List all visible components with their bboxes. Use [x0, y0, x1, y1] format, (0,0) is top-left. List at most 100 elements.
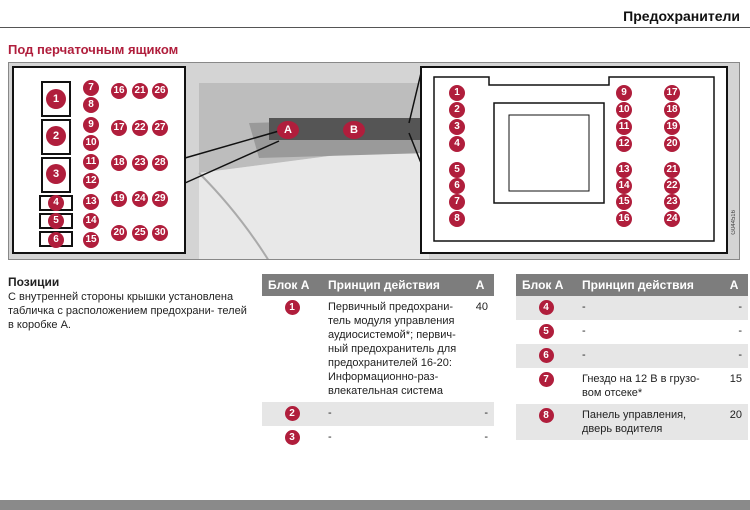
fuse-marker: 5: [48, 213, 64, 229]
row-number: 8: [516, 404, 576, 440]
fuse-table-left: Блок А Принцип действия А 1 Первичный пр…: [262, 274, 494, 450]
positions-text: С внутренней стороны крышки установлена …: [8, 291, 247, 331]
fuse-marker: 19: [664, 119, 680, 135]
fuse-marker: 12: [83, 173, 99, 189]
row-number-marker: 6: [538, 348, 554, 363]
fuse-marker: 19: [111, 191, 127, 207]
row-amperage: -: [469, 402, 494, 426]
row-number-marker: 3: [284, 430, 300, 445]
fuse-marker: 30: [152, 225, 168, 241]
fuse-marker: 29: [152, 191, 168, 207]
fuse-marker: 23: [664, 194, 680, 210]
fuse-marker: 15: [83, 232, 99, 248]
fuse-marker: 18: [111, 155, 127, 171]
row-amperage: 20: [723, 404, 748, 440]
fuse-marker: 24: [664, 211, 680, 227]
fuse-marker: 11: [83, 154, 99, 170]
row-description: -: [576, 344, 724, 368]
fuse-marker: 9: [616, 85, 632, 101]
column-header: А: [469, 274, 494, 296]
row-number-marker: 4: [538, 300, 554, 315]
fuse-marker: 1: [46, 89, 66, 109]
fuse-marker: 8: [83, 97, 99, 113]
figure-code: G044516: [731, 210, 737, 235]
fuse-marker: 27: [152, 120, 168, 136]
fuse-marker: 7: [83, 80, 99, 96]
fuse-marker: 10: [83, 135, 99, 151]
fuse-marker: 12: [616, 136, 632, 152]
fuse-marker: 3: [46, 164, 66, 184]
fuse-marker: 11: [616, 119, 632, 135]
fuse-box-figure: A B 1 2 3 4 5 6 7 8 9 10 11 12 13 14 15 …: [8, 62, 740, 260]
fuse-marker: 4: [449, 136, 465, 152]
row-amperage: 40: [475, 301, 488, 313]
fuse-marker: 18: [664, 102, 680, 118]
fuse-marker: 2: [449, 102, 465, 118]
fuse-marker: 28: [152, 155, 168, 171]
row-description: Гнездо на 12 В в грузо- вом отсеке*: [582, 373, 700, 399]
row-number-marker: 1: [284, 300, 300, 315]
fuse-marker: 23: [132, 155, 148, 171]
row-description: -: [328, 431, 332, 443]
row-amperage: -: [484, 431, 488, 443]
fuse-marker: 17: [111, 120, 127, 136]
row-number: 2: [262, 402, 322, 426]
column-header: Блок А: [262, 274, 322, 296]
page-header: Предохранители: [0, 4, 750, 28]
row-description: Панель управления, дверь водителя: [576, 404, 724, 440]
fuse-marker: 20: [111, 225, 127, 241]
table-row: 8 Панель управления, дверь водителя 20: [516, 404, 748, 440]
table-row: 7 Гнездо на 12 В в грузо- вом отсеке* 15: [516, 368, 748, 404]
fuse-marker: 25: [132, 225, 148, 241]
fuse-table-right: Блок А Принцип действия А 4 - - 5 - - 6 …: [516, 274, 748, 440]
row-description: -: [582, 325, 586, 337]
column-header: Принцип действия: [322, 274, 470, 296]
row-number-marker: 7: [538, 372, 554, 387]
table-row: 1 Первичный предохрани- тель модуля упра…: [262, 296, 494, 402]
page-title: Предохранители: [623, 8, 740, 24]
row-number: 3: [262, 426, 322, 450]
positions-heading: Позиции: [8, 275, 60, 289]
table-header-row: Блок А Принцип действия А: [262, 274, 494, 296]
column-header: Принцип действия: [576, 274, 724, 296]
fuse-marker: 6: [449, 178, 465, 194]
row-number: 5: [516, 320, 576, 344]
row-number-marker: 5: [538, 324, 554, 339]
row-number: 1: [262, 296, 322, 402]
table-row: 3 - -: [262, 426, 494, 450]
row-number: 4: [516, 296, 576, 320]
fuse-marker: 21: [664, 162, 680, 178]
fuse-marker: 6: [48, 232, 64, 248]
fuse-marker: 14: [83, 213, 99, 229]
row-number: 6: [516, 344, 576, 368]
column-header: Блок А: [516, 274, 576, 296]
block-a-label: A: [277, 121, 299, 139]
row-amperage: -: [723, 344, 748, 368]
fuse-marker: 1: [449, 85, 465, 101]
fuse-marker: 15: [616, 194, 632, 210]
fuse-marker: 10: [616, 102, 632, 118]
row-number: 7: [516, 368, 576, 404]
row-amperage: -: [738, 325, 742, 337]
fuse-marker: 21: [132, 83, 148, 99]
section-title: Под перчаточным ящиком: [8, 42, 179, 57]
fuse-marker: 4: [48, 195, 64, 211]
row-description: -: [322, 402, 470, 426]
fuse-marker: 5: [449, 162, 465, 178]
fuse-marker: 16: [616, 211, 632, 227]
fuse-marker: 13: [83, 194, 99, 210]
table-row: 4 - -: [516, 296, 748, 320]
fuse-marker: 20: [664, 136, 680, 152]
fuse-marker: 2: [46, 126, 66, 146]
fuse-marker: 7: [449, 194, 465, 210]
fuse-marker: 16: [111, 83, 127, 99]
row-description: -: [576, 296, 724, 320]
row-description: Первичный предохрани- тель модуля управл…: [328, 301, 457, 397]
fuse-marker: 22: [664, 178, 680, 194]
fuse-marker: 14: [616, 178, 632, 194]
row-number-marker: 2: [284, 406, 300, 421]
fuse-marker: 9: [83, 117, 99, 133]
fuse-marker: 8: [449, 211, 465, 227]
row-number-marker: 8: [538, 408, 554, 423]
table-row: 5 - -: [516, 320, 748, 344]
